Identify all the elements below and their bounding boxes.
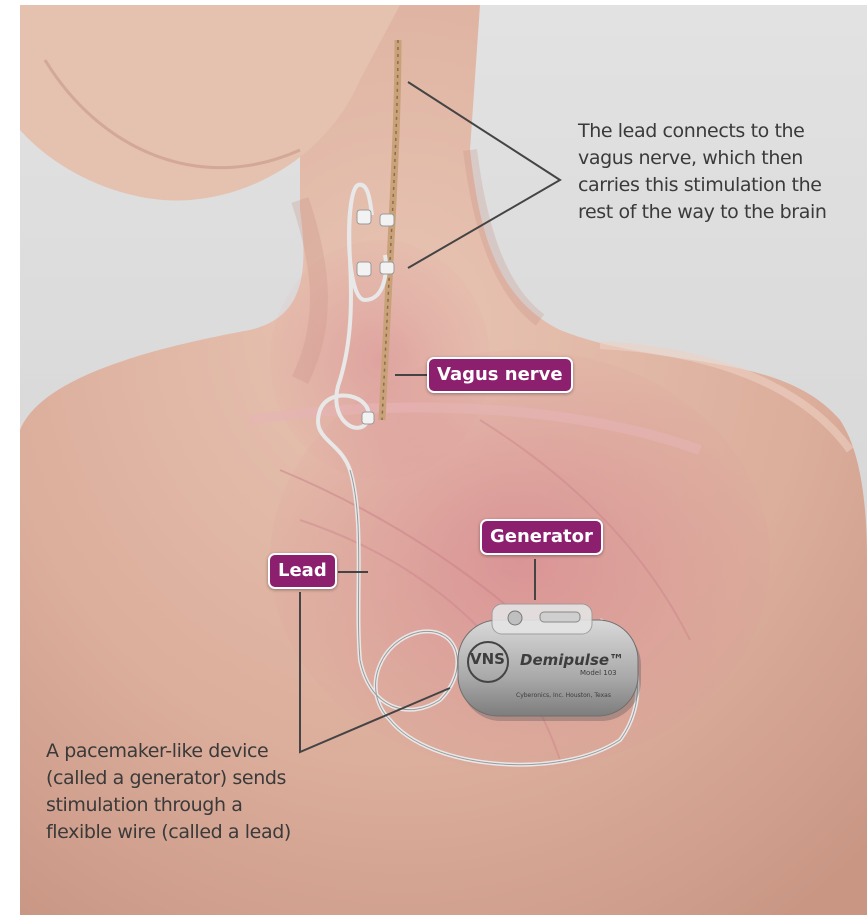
- label-generator: Generator: [480, 519, 603, 555]
- device-model: Model 103: [580, 669, 617, 677]
- callout-generator-sends: A pacemaker-like device (called a genera…: [46, 738, 336, 846]
- callout-lead-connects: The lead connects to the vagus nerve, wh…: [578, 118, 848, 226]
- label-vagus-nerve: Vagus nerve: [427, 357, 573, 393]
- vns-logo: VNS: [470, 650, 505, 668]
- device-brand-name: Demipulse™: [520, 651, 624, 669]
- label-lead: Lead: [268, 553, 337, 589]
- device-maker: Cyberonics, Inc. Houston, Texas: [516, 692, 611, 699]
